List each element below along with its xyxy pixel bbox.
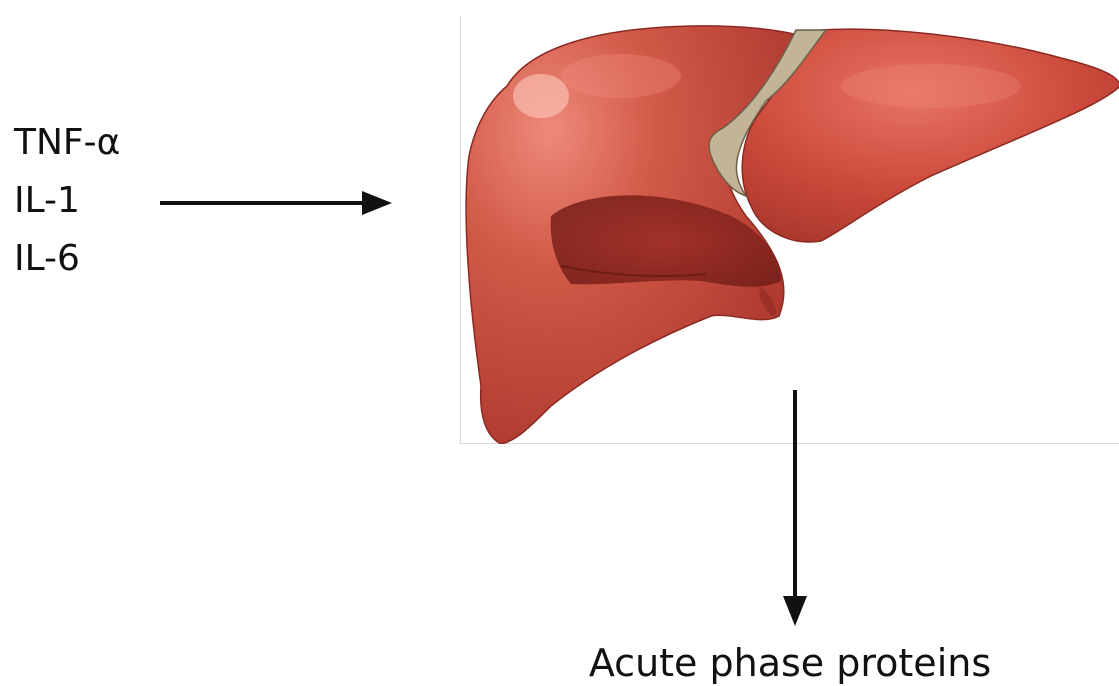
arrow-right-icon [160, 188, 392, 218]
liver-panel [460, 16, 1119, 444]
output-label: Acute phase proteins [520, 640, 1060, 686]
cytokine-il-1: IL-1 [14, 172, 174, 230]
liver-illustration-icon [461, 16, 1119, 444]
cytokine-list: TNF-α IL-1 IL-6 [14, 114, 174, 288]
cytokine-tnf-alpha: TNF-α [14, 114, 174, 172]
arrow-down-icon [780, 390, 810, 626]
cytokine-il-6: IL-6 [14, 230, 174, 288]
inferior-surface [551, 195, 781, 286]
